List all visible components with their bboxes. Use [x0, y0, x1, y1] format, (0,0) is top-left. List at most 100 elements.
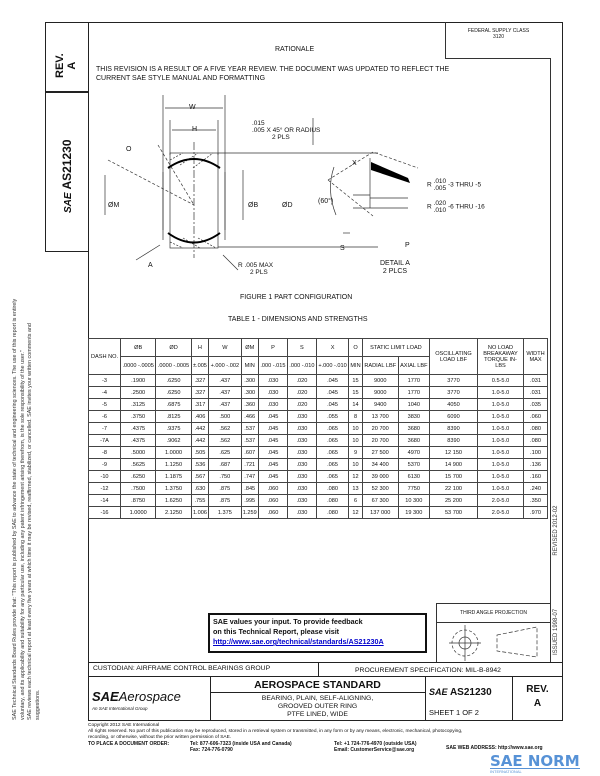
table-cell: .100	[523, 446, 548, 459]
table-cell: 14	[348, 398, 363, 411]
table-cell: .045	[257, 410, 288, 423]
table-cell: 3770	[429, 374, 478, 387]
table-cell: 34 400	[361, 458, 399, 471]
detail-radius-2: R .020.010 -6 THRU -16	[427, 200, 485, 214]
table-cell: -12	[88, 482, 121, 495]
table-cell: .030	[286, 506, 317, 519]
table-cell: -6	[88, 410, 121, 423]
detail-a-plcs: 2 PLCS	[382, 268, 408, 275]
table-cell: .466	[240, 410, 259, 423]
table-cell: 9000	[361, 374, 399, 387]
divider	[210, 677, 211, 721]
table-cell: -4	[88, 386, 121, 399]
table-cell: .500	[208, 410, 242, 423]
chamfer-spec: .005 X 45° OR RADIUS	[252, 127, 321, 134]
col-m: ØM	[240, 338, 259, 357]
table-cell: .045	[257, 422, 288, 435]
table-cell: .020	[286, 386, 317, 399]
rationale-line: THIS REVISION IS A RESULT OF A FIVE YEAR…	[96, 66, 450, 73]
table-cell: .065	[315, 458, 350, 471]
doc-number: AS21230	[449, 687, 492, 698]
order-contacts-intl: Tel: +1 724-776-4970 (outside USA) Email…	[334, 741, 417, 753]
table-cell: 1.375	[208, 506, 242, 519]
table-cell: .875	[208, 482, 242, 495]
fsc-value: 3120	[492, 34, 505, 40]
doc-number-cell: SAE AS21230	[429, 687, 492, 698]
table-cell: 1.0-5.0	[477, 386, 524, 399]
table-cell: .045	[315, 398, 350, 411]
watermark-text: SAE NORM	[490, 752, 580, 770]
table-cell: .625	[208, 446, 242, 459]
rationale-line: CURRENT SAE STYLE MANUAL AND FORMATTING	[96, 75, 266, 82]
table-cell: .045	[315, 374, 350, 387]
table-cell: 22 100	[429, 482, 478, 495]
table-cell: .536	[190, 458, 210, 471]
issued-date: ISSUED 1998-07	[553, 608, 559, 655]
r-label: R	[427, 181, 432, 189]
table-cell: .970	[523, 506, 548, 519]
divider	[210, 692, 425, 693]
table-cell: 9	[348, 446, 363, 459]
dim-w: W	[189, 104, 196, 111]
table-cell: 6	[348, 494, 363, 507]
col-dash: DASH NO.	[88, 338, 121, 375]
web-address[interactable]: SAE WEB ADDRESS: http://www.sae.org	[446, 745, 543, 751]
table-cell: 5370	[397, 458, 431, 471]
tol-x: +.000 -.010	[315, 356, 350, 375]
notice-line: suggestions.	[34, 689, 41, 720]
notice-line: SAE reviews each technical report at lea…	[27, 323, 33, 720]
col-radial: RADIAL LBF	[361, 356, 399, 375]
table-cell: 10	[348, 434, 363, 447]
table-cell: .3125	[119, 398, 157, 411]
table-cell: 1.0-5.0	[477, 446, 524, 459]
side-doc-box: SAE AS21230	[45, 92, 89, 252]
table-cell: 8	[348, 410, 363, 423]
table-cell: 3680	[397, 422, 431, 435]
table-cell: .8750	[119, 494, 157, 507]
table-cell: .080	[315, 506, 350, 519]
col-osc: OSCILLATING LOAD LBF	[429, 338, 478, 375]
table-cell: 1.0-5.0	[477, 482, 524, 495]
table-cell: 1.1250	[155, 458, 192, 471]
feedback-link[interactable]: http://www.sae.org/technical/standards/A…	[213, 637, 384, 646]
table-cell: .045	[257, 434, 288, 447]
table-cell: .060	[257, 482, 288, 495]
table-cell: .6250	[155, 374, 192, 387]
tol-h: ±.005	[190, 356, 210, 375]
feedback-box: SAE values your input. To provide feedba…	[208, 613, 427, 653]
third-angle-projection-icon	[449, 625, 538, 661]
table-cell: .567	[190, 470, 210, 483]
table-cell: .327	[190, 386, 210, 399]
table-cell: 7750	[397, 482, 431, 495]
col-p: P	[257, 338, 288, 357]
table-cell: .1900	[119, 374, 157, 387]
rev-cell: REV. A	[512, 683, 563, 711]
tol-p: .000 -.015	[257, 356, 288, 375]
table-cell: .045	[315, 386, 350, 399]
table-cell: .045	[257, 458, 288, 471]
logo-sae: SAE	[92, 689, 119, 704]
table-cell: 10 300	[397, 494, 431, 507]
title-line: BEARING, PLAIN, SELF-ALIGNING,	[261, 695, 374, 702]
table-cell: .6875	[155, 398, 192, 411]
rev-value: A	[533, 698, 542, 709]
table-cell: .9062	[155, 434, 192, 447]
email-address[interactable]: Email: CustomerService@sae.org	[334, 747, 415, 753]
sae-logo-mark: SAE	[429, 687, 448, 697]
table-cell: .030	[286, 482, 317, 495]
table-cell: .4375	[119, 434, 157, 447]
tol-w: +.000 -.002	[208, 356, 242, 375]
table-cell: .160	[523, 470, 548, 483]
table-cell: 1.0-5.0	[477, 458, 524, 471]
detail-title: DETAIL A 2 PLCS	[380, 260, 410, 276]
table-cell: 10	[348, 458, 363, 471]
r-label: R	[427, 203, 432, 211]
table-cell: .537	[240, 422, 259, 435]
sheet-number: SHEET 1 OF 2	[429, 708, 479, 717]
